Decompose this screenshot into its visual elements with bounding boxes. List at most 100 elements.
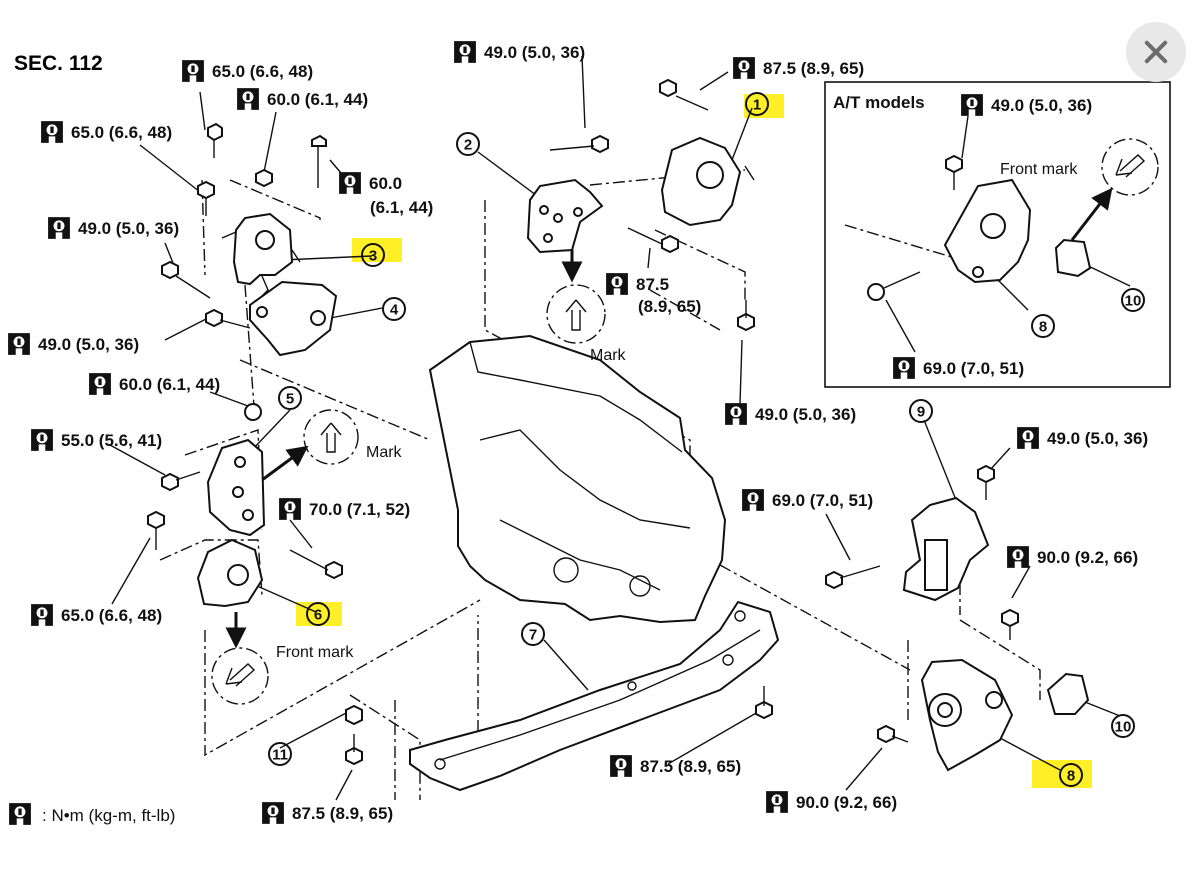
- callout-number: 6: [314, 607, 322, 624]
- torque-wrench-icon: [41, 121, 63, 143]
- torque-spec: 87.5: [606, 273, 669, 295]
- torque-wrench-icon: [454, 41, 476, 63]
- bracket-2: [526, 178, 604, 254]
- torque-wrench-icon: [1007, 546, 1029, 568]
- torque-spec: 60.0: [339, 172, 402, 194]
- torque-wrench-icon: [961, 94, 983, 116]
- torque-wrench-icon: [89, 373, 111, 395]
- torque-spec: 65.0 (6.6, 48): [41, 121, 172, 143]
- torque-wrench-icon: [339, 172, 361, 194]
- callout-11: 10: [1111, 714, 1135, 738]
- torque-wrench-icon: [31, 604, 53, 626]
- callout-number: 2: [464, 137, 472, 154]
- mount-8: [920, 658, 1014, 772]
- callout-number: 1: [753, 97, 761, 114]
- torque-spec: 49.0 (5.0, 36): [1017, 427, 1148, 449]
- torque-value: 49.0 (5.0, 36): [1047, 429, 1148, 448]
- section-title: SEC. 112: [14, 52, 103, 75]
- torque-spec: 87.5 (8.9, 65): [733, 57, 864, 79]
- torque-value: 60.0 (6.1, 44): [119, 375, 220, 394]
- torque-wrench-icon: [766, 791, 788, 813]
- mark-symbols: [211, 138, 1159, 705]
- mount-1: [660, 136, 755, 227]
- torque-spec: 55.0 (5.6, 41): [31, 429, 162, 451]
- mount-9: [902, 496, 990, 602]
- callout-0: 1: [745, 92, 769, 116]
- torque-value: 49.0 (5.0, 36): [38, 335, 139, 354]
- bolts: [147, 78, 1019, 766]
- torque-spec: 87.5 (8.9, 65): [610, 755, 741, 777]
- torque-spec: (6.1, 44): [370, 198, 433, 217]
- callout-5: 6: [306, 602, 330, 626]
- torque-wrench-icon: [9, 803, 31, 825]
- torque-value: 55.0 (5.6, 41): [61, 431, 162, 450]
- torque-value: 49.0 (5.0, 36): [991, 96, 1092, 115]
- callout-3: 4: [382, 297, 406, 321]
- at-models-inset: [824, 81, 1171, 388]
- callout-9: 9: [909, 399, 933, 423]
- inset-mount-8: [943, 178, 1032, 284]
- torque-spec: 49.0 (5.0, 36): [454, 41, 585, 63]
- torque-value: 90.0 (9.2, 66): [796, 793, 897, 812]
- torque-wrench-icon: [182, 60, 204, 82]
- front-mark-label: Front mark: [276, 644, 354, 661]
- callout-6: 7: [521, 622, 545, 646]
- torque-value: (8.9, 65): [638, 297, 701, 316]
- torque-value: 70.0 (7.1, 52): [309, 500, 410, 519]
- close-button[interactable]: [1126, 22, 1186, 82]
- torque-spec: 70.0 (7.1, 52): [279, 498, 410, 520]
- torque-spec: (8.9, 65): [638, 297, 701, 316]
- legend-text: : N•m (kg-m, ft-lb): [42, 806, 175, 825]
- mount-6: [196, 538, 264, 608]
- torque-spec: 65.0 (6.6, 48): [182, 60, 313, 82]
- callout-number: 3: [369, 248, 377, 265]
- torque-value: 49.0 (5.0, 36): [484, 43, 585, 62]
- bracket-4: [249, 275, 338, 357]
- callout-number: 7: [529, 627, 537, 644]
- callout-7: 8: [1031, 314, 1055, 338]
- callout-8: 8: [1059, 763, 1083, 787]
- callout-number: 8: [1039, 319, 1047, 336]
- torque-wrench-icon: [237, 88, 259, 110]
- callout-1: 2: [456, 132, 480, 156]
- torque-spec: 69.0 (7.0, 51): [742, 489, 873, 511]
- crossmember: [409, 600, 780, 792]
- bracket-5: [206, 438, 266, 537]
- torque-wrench-icon: [733, 57, 755, 79]
- bracket-10: [1046, 672, 1090, 715]
- torque-spec: 90.0 (9.2, 66): [766, 791, 897, 813]
- torque-value: 87.5 (8.9, 65): [640, 757, 741, 776]
- torque-value: 65.0 (6.6, 48): [61, 606, 162, 625]
- torque-value: 60.0 (6.1, 44): [267, 90, 368, 109]
- engine-block: [428, 334, 727, 624]
- mount-3: [221, 212, 301, 286]
- torque-value: 65.0 (6.6, 48): [212, 62, 313, 81]
- callout-number: 11: [272, 747, 288, 764]
- callout-2: 3: [361, 243, 385, 267]
- torque-wrench-icon: [725, 403, 747, 425]
- torque-value: 69.0 (7.0, 51): [772, 491, 873, 510]
- torque-spec: 90.0 (9.2, 66): [1007, 546, 1138, 568]
- torque-wrench-icon: [279, 498, 301, 520]
- callout-number: 9: [917, 404, 925, 421]
- callout-number: 4: [390, 302, 399, 319]
- torque-value: 49.0 (5.0, 36): [78, 219, 179, 238]
- torque-value: (6.1, 44): [370, 198, 433, 217]
- torque-spec: 49.0 (5.0, 36): [961, 94, 1092, 116]
- torque-value: 69.0 (7.0, 51): [923, 359, 1024, 378]
- callout-number: 10: [1125, 293, 1142, 310]
- torque-spec: 60.0 (6.1, 44): [237, 88, 368, 110]
- torque-wrench-icon: [1017, 427, 1039, 449]
- torque-value: 90.0 (9.2, 66): [1037, 548, 1138, 567]
- legend: : N•m (kg-m, ft-lb): [9, 803, 175, 825]
- callout-number: 5: [286, 391, 294, 408]
- torque-value: 49.0 (5.0, 36): [755, 405, 856, 424]
- inset-bracket-10: [1054, 238, 1092, 278]
- torque-spec: 49.0 (5.0, 36): [48, 217, 179, 239]
- torque-wrench-icon: [48, 217, 70, 239]
- torque-value: 65.0 (6.6, 48): [71, 123, 172, 142]
- torque-spec: 49.0 (5.0, 36): [8, 333, 139, 355]
- part-callouts: 1 2 3 4 5 6 7 8 8 9 10 10 11: [268, 92, 1145, 787]
- torque-spec: 69.0 (7.0, 51): [893, 357, 1024, 379]
